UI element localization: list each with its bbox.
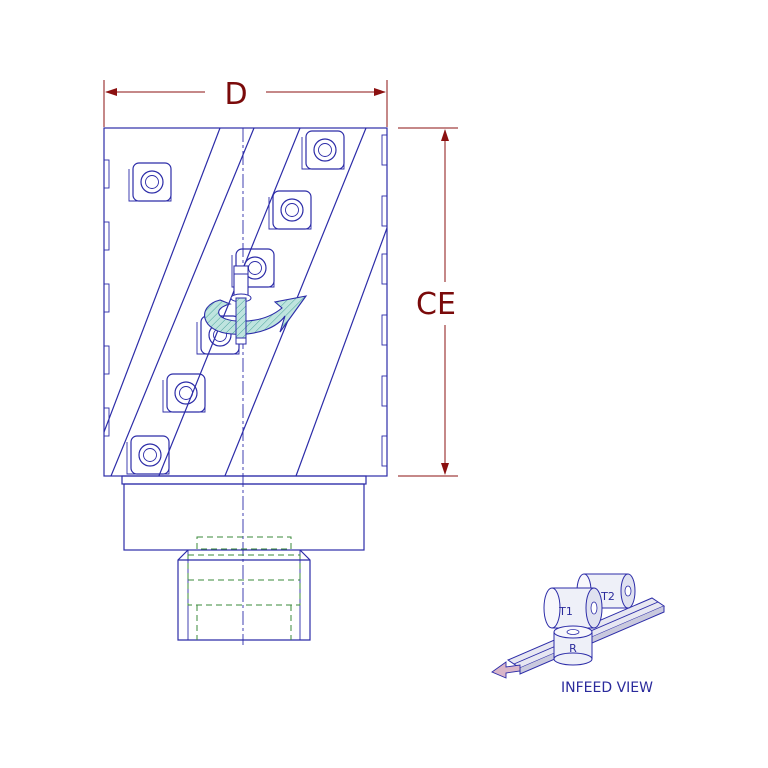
left-edge-notches: [103, 159, 110, 437]
right-edge-notches: [381, 134, 388, 467]
dimension-d: D: [103, 77, 388, 127]
dimension-d-label: D: [224, 77, 247, 112]
insert: [126, 435, 170, 475]
infeed-arrow-icon: [491, 661, 521, 679]
insert: [268, 190, 312, 230]
cutter-body: [103, 127, 388, 645]
infeed-view: T2 T1 R INFEED VIEW: [491, 573, 666, 696]
roll-t1: T1: [543, 587, 603, 629]
insert: [128, 162, 172, 202]
insert: [301, 130, 345, 170]
dimension-ce: CE: [398, 127, 458, 477]
shank: [177, 536, 311, 641]
insert: [162, 373, 206, 413]
roll-r: R: [553, 625, 593, 666]
roll-r-label: R: [569, 642, 577, 655]
roll-t1-label: T1: [558, 605, 573, 618]
roll-t2-label: T2: [600, 590, 615, 603]
roll-t2: T2: [576, 573, 636, 609]
rotation-arrow-icon: [204, 265, 308, 345]
infeed-view-caption: INFEED VIEW: [561, 680, 653, 696]
collar: [121, 475, 367, 551]
dimension-ce-label: CE: [416, 287, 456, 322]
